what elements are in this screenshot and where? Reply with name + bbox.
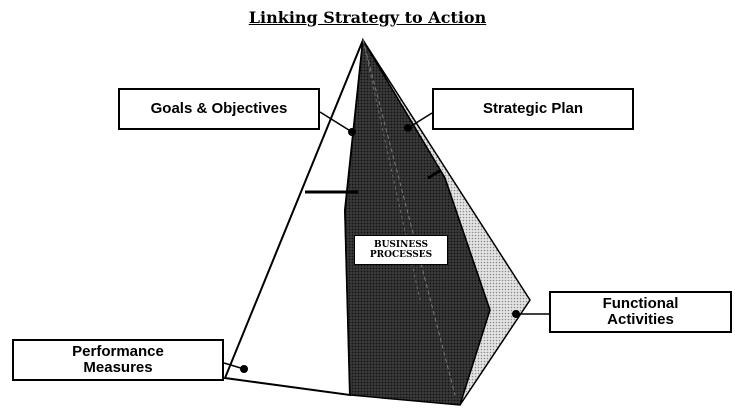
- goals-objectives-box: Goals & Objectives: [118, 88, 320, 130]
- diagram-title: Linking Strategy to Action: [248, 8, 487, 27]
- functional-activities-box: Functional Activities: [549, 291, 732, 333]
- performance-label-line2: Measures: [83, 359, 153, 376]
- strategic-divider: [427, 168, 442, 180]
- performance-dot: [240, 365, 248, 373]
- business-label-line1: BUSINESS: [373, 239, 429, 250]
- goals-connector: [319, 111, 353, 133]
- business-processes-label: BUSINESS PROCESSES: [354, 235, 448, 265]
- functional-label-line2: Activities: [607, 311, 674, 328]
- pyramid-light-face: [362, 39, 531, 406]
- strategic-plan-box: Strategic Plan: [432, 88, 634, 130]
- performance-measures-box: Performance Measures: [12, 339, 224, 381]
- goals-label: Goals & Objectives: [150, 100, 288, 118]
- strategic-dot: [404, 124, 412, 132]
- strategic-label: Strategic Plan: [482, 100, 584, 118]
- functional-dot: [512, 310, 520, 318]
- strategic-connector: [407, 112, 433, 129]
- goals-dot: [348, 128, 356, 136]
- performance-label-line1: Performance: [72, 343, 164, 361]
- functional-label-line1: Functional: [602, 295, 679, 313]
- business-label-line2: PROCESSES: [369, 250, 433, 260]
